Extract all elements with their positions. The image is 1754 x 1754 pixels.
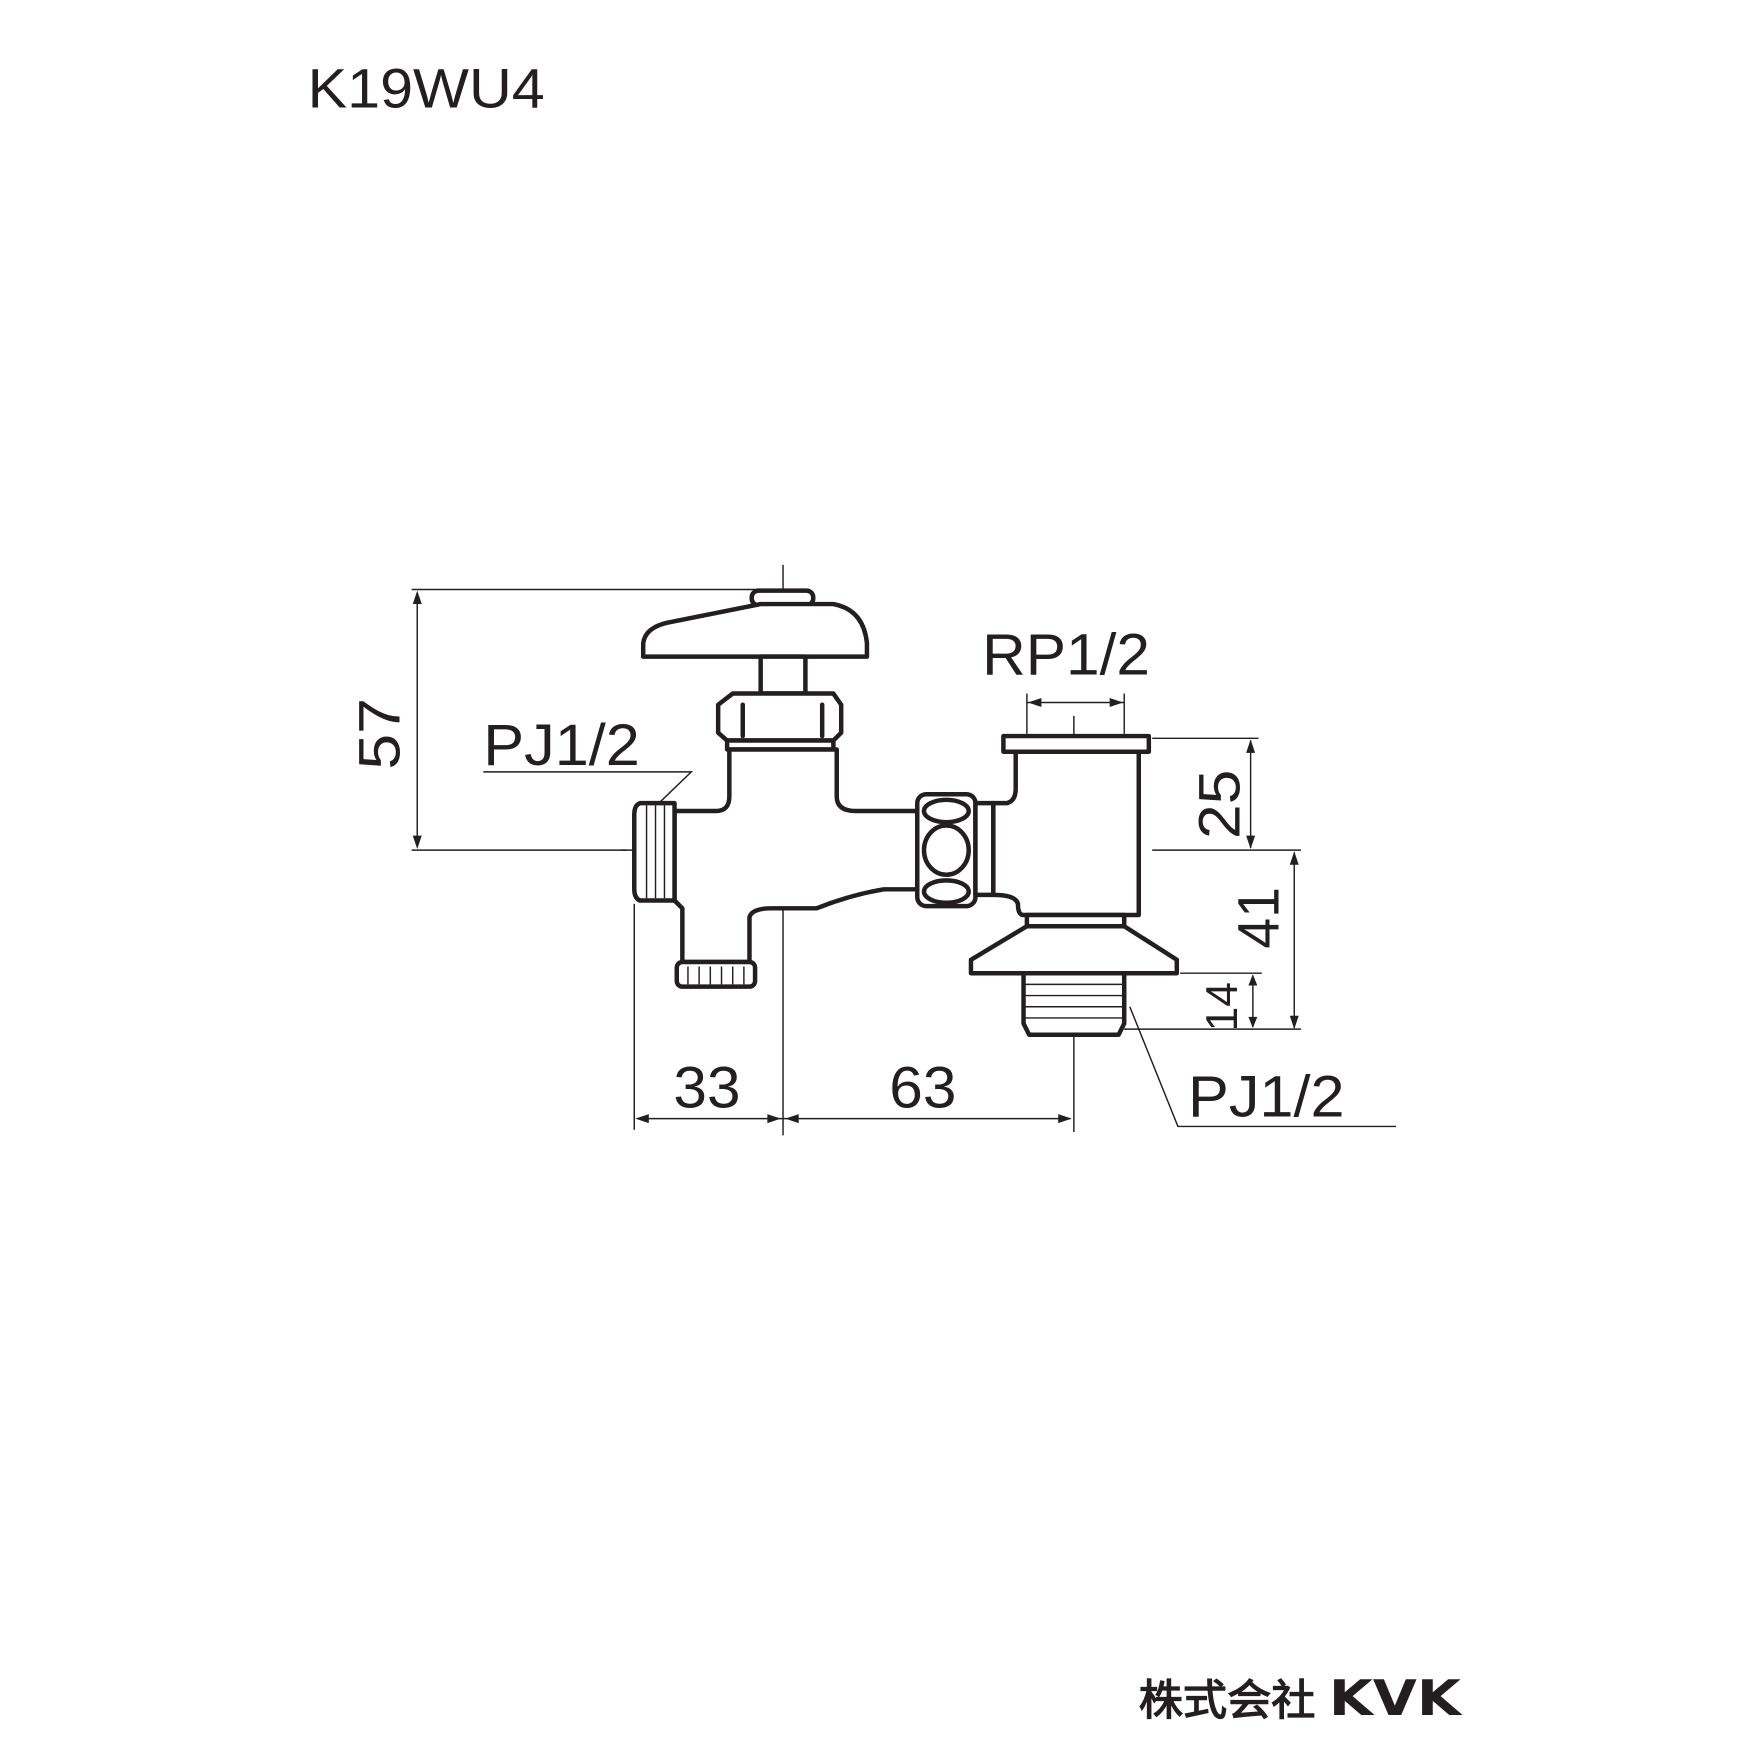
company-logo: 株式会社 KVK [1139, 1669, 1463, 1727]
dim-14: 14 [1197, 982, 1247, 1031]
dim-33: 33 [673, 1055, 740, 1120]
valve-body [672, 747, 920, 965]
dim-57: 57 [347, 698, 412, 770]
valve-handle [640, 601, 870, 659]
dim-41: 41 [1227, 887, 1292, 949]
model-number-title: K19WU4 [308, 56, 545, 119]
escutcheon [968, 923, 1180, 976]
brand-name: KVK [1329, 1669, 1463, 1727]
top-flange [1001, 733, 1152, 754]
tee-body [991, 749, 1141, 918]
left-thread-label: PJ1/2 [483, 713, 640, 778]
bottom-cap [674, 959, 758, 989]
bottom-thread-label: PJ1/2 [1188, 1064, 1345, 1129]
dim-25: 25 [1187, 770, 1252, 839]
valve-drawing [632, 588, 1180, 1037]
company-name-jp: 株式会社 [1139, 1677, 1316, 1726]
dim-63: 63 [889, 1055, 956, 1120]
left-thread [632, 800, 677, 903]
top-thread-label: RP1/2 [982, 623, 1150, 688]
bottom-thread [1021, 970, 1127, 1037]
dimension-lines [411, 588, 1397, 1130]
